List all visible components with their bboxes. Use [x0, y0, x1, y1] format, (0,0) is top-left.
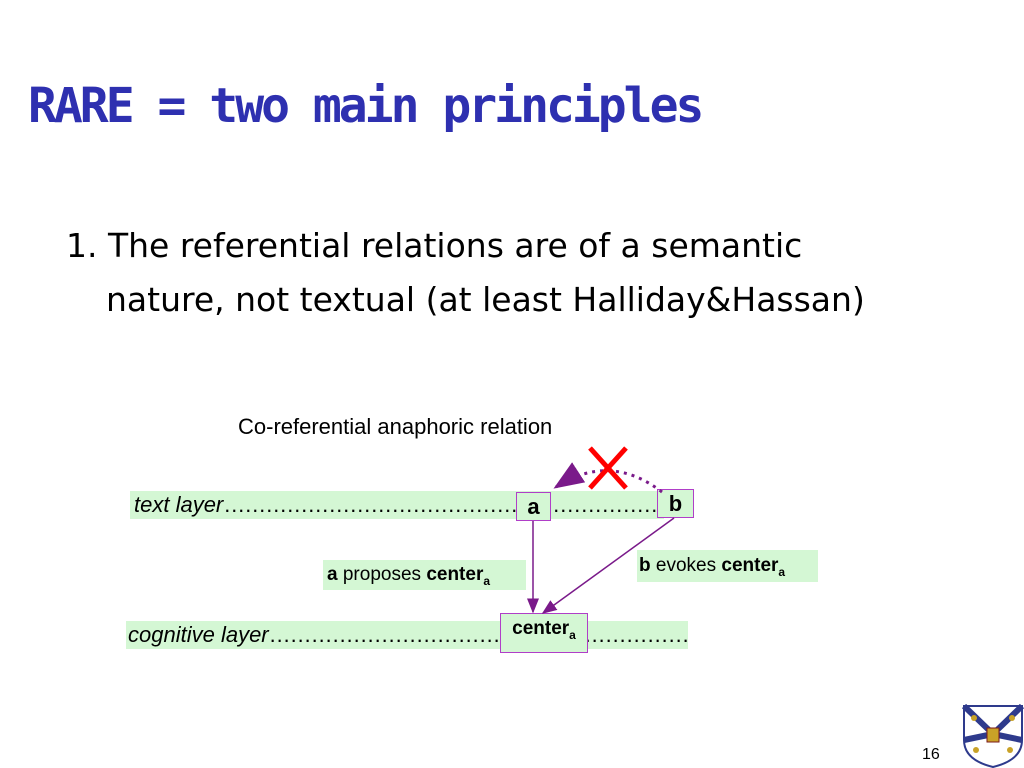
label-a-bold1: a: [327, 564, 338, 585]
cognitive-layer-dots: ……………………………………………………………………………: [268, 622, 688, 647]
node-a: a: [516, 492, 551, 521]
label-a-bold2: center: [426, 564, 484, 585]
bullet-line-1: 1. The referential relations are of a se…: [66, 226, 803, 265]
node-b: b: [657, 489, 694, 518]
page-number: 16: [922, 746, 940, 763]
cognitive-layer-bar: cognitive layer……………………………………………………………………: [126, 621, 688, 649]
cross-icon: [588, 446, 628, 490]
diagram-caption: Co-referential anaphoric relation: [238, 414, 553, 439]
node-center: centera: [500, 613, 588, 653]
label-b-evokes: b evokes centera: [637, 550, 818, 582]
label-a-proposes: a proposes centera: [323, 560, 526, 590]
text-layer-bar: text layer………………………………………………………………………………: [130, 491, 664, 519]
cognitive-layer-label: cognitive layer: [128, 622, 269, 647]
crest-icon: [962, 704, 1024, 768]
slide-title: RARE = two main principles: [28, 78, 704, 134]
text-layer-label: text layer: [134, 492, 224, 517]
label-a-sub: a: [483, 573, 491, 588]
dotted-arc-b-to-a: [553, 462, 663, 494]
label-b-bold1: b: [639, 555, 651, 576]
node-center-sub: a: [569, 627, 576, 642]
label-b-bold2: center: [721, 555, 779, 576]
label-b-sub: a: [778, 564, 786, 579]
node-center-label: center: [512, 618, 570, 639]
text-layer-dots: ………………………………………………………………………………: [223, 492, 664, 517]
label-a-text: proposes: [337, 564, 427, 585]
label-b-text: evokes: [650, 555, 722, 576]
bullet-line-2: nature, not textual (at least Halliday&H…: [106, 280, 865, 319]
